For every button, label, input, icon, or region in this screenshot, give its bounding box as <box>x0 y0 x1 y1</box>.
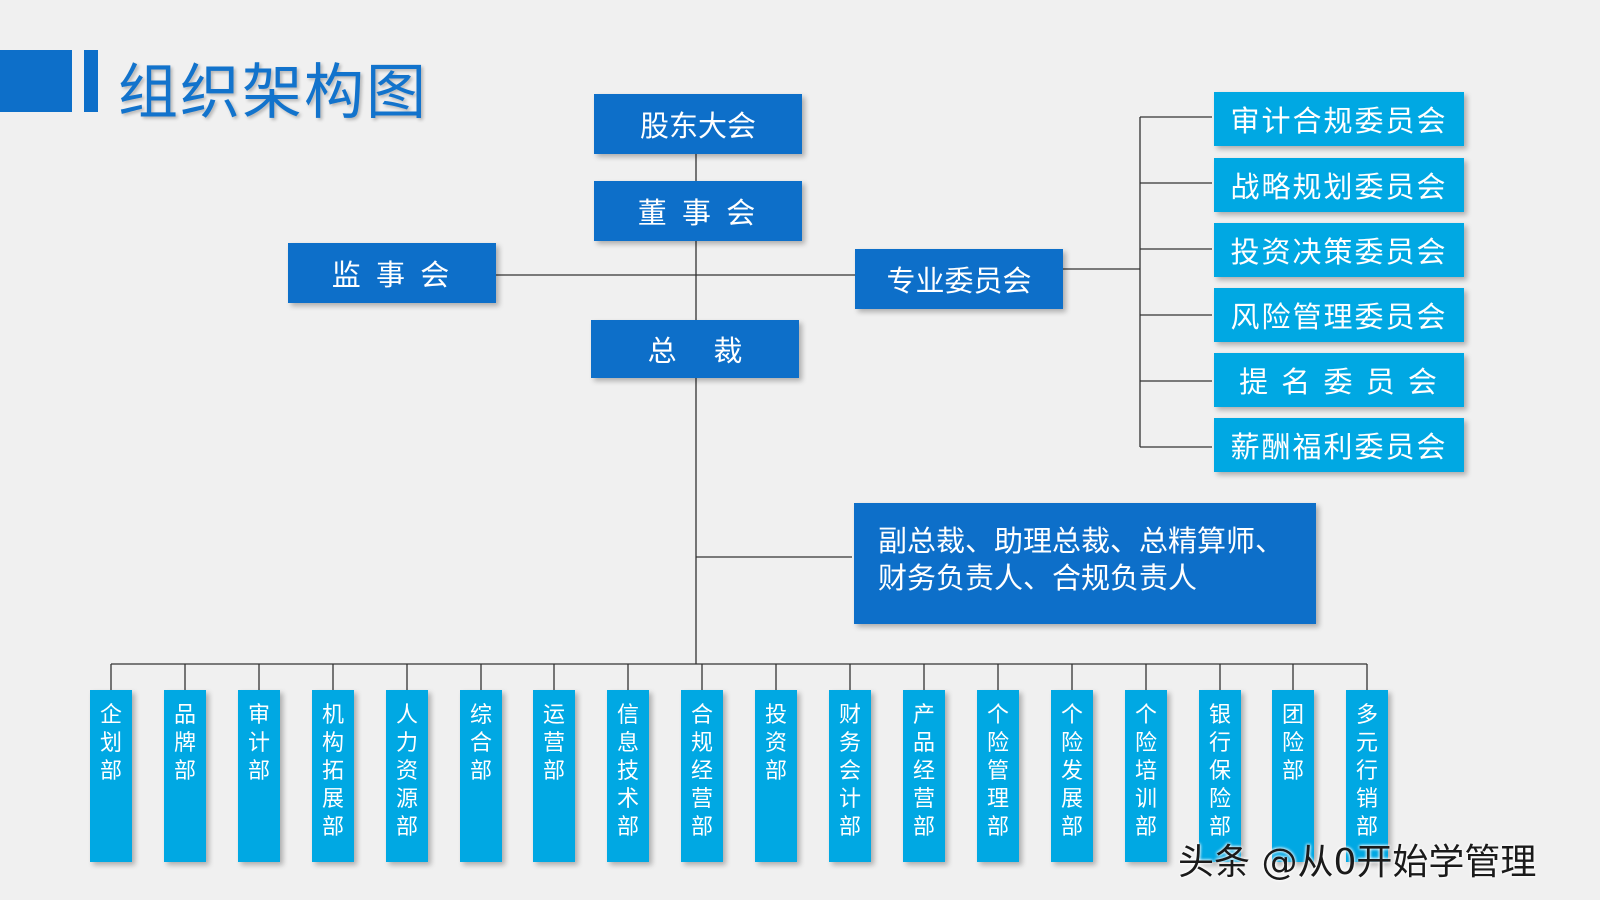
node-label: 专业委员会 <box>886 264 1032 298</box>
department-box: 人力资源部 <box>386 690 428 862</box>
department-box: 机构拓展部 <box>312 690 354 862</box>
executives-line-1: 副总裁、助理总裁、总精算师、 <box>878 524 1285 558</box>
committee-label: 审计合规委员会 <box>1230 104 1448 138</box>
department-box: 信息技术部 <box>607 690 649 862</box>
department-label: 合规经营部 <box>690 703 713 840</box>
department-box: 企划部 <box>90 690 132 862</box>
node-label: 总 裁 <box>647 334 743 368</box>
department-box: 合规经营部 <box>681 690 723 862</box>
committee-label: 战略规划委员会 <box>1230 170 1448 204</box>
department-box: 团险部 <box>1272 690 1314 862</box>
department-box: 银行保险部 <box>1199 690 1241 862</box>
department-label: 品牌部 <box>173 703 196 784</box>
department-label: 个险管理部 <box>986 703 1009 840</box>
department-box: 财务会计部 <box>829 690 871 862</box>
department-label: 运营部 <box>542 703 565 784</box>
department-box: 产品经营部 <box>903 690 945 862</box>
department-label: 综合部 <box>469 703 492 784</box>
node-shareholders: 股东大会 <box>594 94 802 154</box>
department-box: 个险管理部 <box>977 690 1019 862</box>
executives-line-2: 财务负责人、合规负责人 <box>878 561 1198 595</box>
title-accent-stripe <box>84 50 98 112</box>
committee-label: 风险管理委员会 <box>1230 300 1448 334</box>
department-box: 运营部 <box>533 690 575 862</box>
department-label: 人力资源部 <box>395 703 418 840</box>
title-accent-block <box>0 50 72 112</box>
department-box: 投资部 <box>755 690 797 862</box>
department-label: 产品经营部 <box>912 703 935 840</box>
executives-box: 副总裁、助理总裁、总精算师、 财务负责人、合规负责人 <box>854 503 1316 624</box>
committee-label: 投资决策委员会 <box>1230 235 1448 269</box>
department-label: 机构拓展部 <box>321 703 344 840</box>
node-supervisors: 监 事 会 <box>288 243 496 303</box>
committee-item: 投资决策委员会 <box>1214 223 1464 277</box>
department-label: 团险部 <box>1281 703 1304 784</box>
node-label: 董 事 会 <box>637 196 759 230</box>
department-label: 银行保险部 <box>1208 703 1231 840</box>
department-box: 多元行销部 <box>1346 690 1388 862</box>
committee-item: 提 名 委 员 会 <box>1214 353 1464 407</box>
department-label: 投资部 <box>764 703 787 784</box>
watermark: 头条 @从0开始学管理 <box>1178 842 1537 883</box>
department-label: 多元行销部 <box>1355 703 1378 840</box>
committee-label: 提 名 委 员 会 <box>1239 365 1439 399</box>
node-label: 监 事 会 <box>331 258 453 292</box>
committee-item: 审计合规委员会 <box>1214 92 1464 146</box>
department-box: 综合部 <box>460 690 502 862</box>
department-label: 企划部 <box>99 703 122 784</box>
department-label: 财务会计部 <box>838 703 861 840</box>
department-label: 信息技术部 <box>616 703 639 840</box>
department-box: 审计部 <box>238 690 280 862</box>
department-label: 个险培训部 <box>1134 703 1157 840</box>
department-label: 审计部 <box>247 703 270 784</box>
committee-item: 薪酬福利委员会 <box>1214 418 1464 472</box>
department-box: 品牌部 <box>164 690 206 862</box>
committee-label: 薪酬福利委员会 <box>1230 430 1448 464</box>
page-title: 组织架构图 <box>118 58 428 128</box>
department-label: 个险发展部 <box>1060 703 1083 840</box>
node-board: 董 事 会 <box>594 181 802 241</box>
committee-item: 战略规划委员会 <box>1214 158 1464 212</box>
committee-item: 风险管理委员会 <box>1214 288 1464 342</box>
node-committees: 专业委员会 <box>855 249 1063 309</box>
department-box: 个险培训部 <box>1125 690 1167 862</box>
department-box: 个险发展部 <box>1051 690 1093 862</box>
node-label: 股东大会 <box>639 109 756 143</box>
node-president: 总 裁 <box>591 320 799 378</box>
